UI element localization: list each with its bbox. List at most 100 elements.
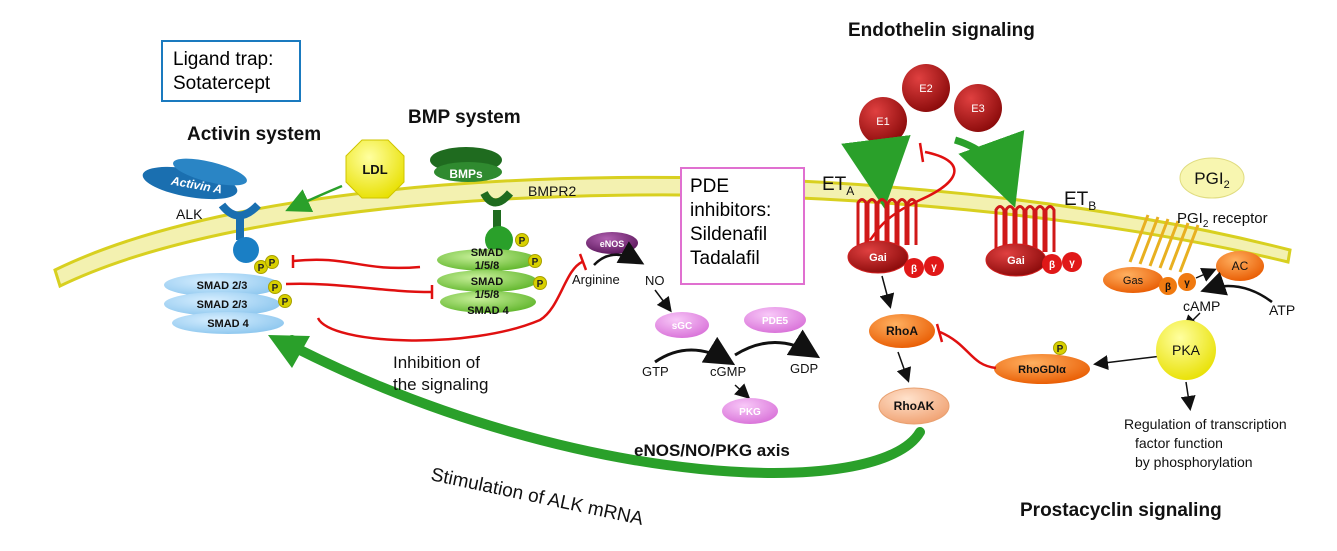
pde5-node [744, 307, 806, 333]
ldl-arrow [285, 184, 343, 213]
rhogdi-inhibition-line [939, 330, 997, 370]
eta-gai [847, 240, 909, 274]
inhibition-line2: the signaling [393, 375, 489, 394]
activin-system-title: Activin system [187, 124, 322, 145]
rhoa-to-rhoak-arrow [896, 351, 912, 383]
e3-label: E3 [971, 103, 984, 115]
rhogdi-label: RhoGDIα [1018, 364, 1066, 376]
pgi2-receptor [1128, 214, 1200, 273]
gas-label: Gas [1123, 275, 1144, 287]
pgi2-ligand-label: PGI2 [1194, 169, 1229, 191]
regulation-line3: by phosphorylation [1135, 454, 1253, 470]
ligand-trap-line1: Ligand trap: [173, 49, 274, 70]
smad4-left-label: SMAD 4 [207, 318, 249, 330]
prostacyclin-title: Prostacyclin signaling [1020, 500, 1222, 521]
etb-receptor [994, 205, 1056, 252]
smad158-a-line2: 1/5/8 [475, 260, 499, 272]
e2-label: E2 [919, 83, 932, 95]
smad158-b-line2: 1/5/8 [475, 289, 499, 301]
cgmp-to-pkg-arrow [734, 383, 751, 400]
regulation-line1: Regulation of transcription [1124, 416, 1287, 432]
pkg-node [722, 398, 778, 424]
stimulation-arrowhead [268, 335, 310, 368]
pde-line4: Tadalafil [690, 248, 760, 269]
ldl-label: LDL [362, 162, 387, 177]
activin-receptor-complex [142, 158, 261, 263]
atp-label: ATP [1269, 302, 1296, 318]
phospho-markers [254, 233, 1067, 355]
p-label: P [519, 236, 526, 247]
p-label: P [258, 263, 265, 274]
e3-to-etb-arrow [953, 130, 1025, 208]
gtp-label: GTP [642, 364, 669, 379]
inhibition-line1: Inhibition of [393, 353, 480, 372]
bmp-system-title: BMP system [408, 107, 521, 128]
sgc-label: sGC [672, 321, 693, 332]
gs-gamma [1178, 273, 1196, 291]
alk-label: ALK [176, 206, 203, 222]
e1-label: E1 [876, 116, 889, 128]
smad23-b-label: SMAD 2/3 [197, 299, 248, 311]
pkg-label: PKG [739, 407, 761, 418]
arginine-to-no-arrow [593, 241, 645, 266]
p-label: P [537, 279, 544, 290]
p-label: P [282, 297, 289, 308]
e2-node [902, 64, 950, 112]
sgc-node [655, 312, 709, 338]
rhogdi-node [994, 354, 1090, 384]
enos-axis-title: eNOS/NO/PKG axis [634, 441, 790, 460]
eta-receptor [856, 198, 918, 245]
p-label: P [269, 258, 276, 269]
gs-gamma-label: γ [1184, 278, 1190, 289]
pgi2-ligand [1179, 157, 1245, 199]
cgmp-to-gdp-arrow [734, 329, 821, 359]
atp-to-camp-arrow [1200, 271, 1273, 304]
stimulation-arrow [287, 335, 925, 478]
gdp-label: GDP [790, 361, 819, 376]
gtp-to-cgmp-arrow [654, 336, 736, 366]
no-label: NO [645, 273, 665, 288]
pde-line2: inhibitors: [690, 200, 772, 221]
smad-1-5-8-stack [437, 249, 537, 313]
eta-beta [904, 258, 924, 278]
smad-inhibition-lines [285, 253, 588, 342]
gas-to-ac-arrow [1195, 268, 1217, 282]
smad158-b-line1: SMAD [471, 276, 503, 288]
stimulation-label: Stimulation of ALK mRNA [429, 464, 645, 530]
smad158-a-line1: SMAD [471, 247, 503, 259]
rhoa-label: RhoA [886, 324, 918, 338]
gs-beta [1159, 277, 1177, 295]
etb-gamma-label: γ [1069, 258, 1075, 269]
ac-label: AC [1232, 259, 1249, 273]
etb-beta [1042, 254, 1062, 274]
pde-line1: PDE [690, 176, 730, 197]
enos-label: eNOS [600, 239, 625, 249]
bmps-label: BMPs [449, 167, 483, 181]
etb-gamma [1062, 252, 1082, 272]
eta-gamma [924, 256, 944, 276]
etb-gai-label: Gai [1007, 255, 1025, 267]
pka-to-regulation-arrow [1180, 381, 1196, 411]
endothelin-title: Endothelin signaling [848, 20, 1035, 41]
e3-node [954, 84, 1002, 132]
eta-gai-label: Gai [869, 252, 887, 264]
eta-beta-label: β [911, 264, 917, 275]
inhibition-label: Inhibition of the signaling [393, 352, 488, 396]
pde-line3: Sildenafil [690, 224, 768, 245]
endothelin-inhibition-bar [918, 142, 925, 163]
rhogdi-inhibition-bar [935, 323, 944, 343]
etb-beta-label: β [1049, 260, 1055, 271]
gai-to-rhoa-arrow [879, 275, 895, 309]
pka-label: PKA [1172, 342, 1201, 358]
pka-to-rhogdi-arrow [1093, 355, 1163, 371]
arginine-label: Arginine [572, 272, 620, 287]
camp-label: cAMP [1183, 298, 1221, 314]
p-label: P [1057, 344, 1064, 355]
pde5-label: PDE5 [762, 316, 789, 327]
etb-label: ETB [1064, 189, 1097, 213]
rhoak-label: RhoAK [894, 399, 935, 413]
pgi2-receptor-label: PGI2 receptor [1177, 210, 1268, 230]
pka-node [1156, 320, 1216, 380]
